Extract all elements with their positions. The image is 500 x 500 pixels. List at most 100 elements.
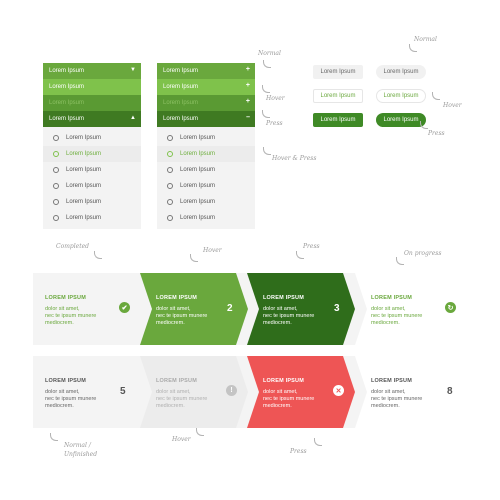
list-item[interactable]: Lorem Ipsum (157, 194, 255, 210)
step-description: dolor sit amet, nec te ipsum munere medi… (263, 389, 315, 409)
step-shape (140, 356, 248, 428)
step-hover-disabled[interactable]: LOREM IPSUM dolor sit amet, nec te ipsum… (140, 356, 258, 428)
list-item-label: Lorem Ipsum (66, 199, 102, 205)
list-item[interactable]: Lorem Ipsum (157, 130, 255, 146)
pill-button-normal[interactable]: Lorem Ipsum (376, 65, 426, 79)
dropdown-row-press[interactable]: Lorem Ipsum (43, 95, 141, 111)
annotation-normal-unfinished: Normal / Unfinished (64, 442, 98, 458)
annotation-arrow (296, 251, 304, 259)
list-item-label: Lorem Ipsum (66, 215, 102, 221)
minus-icon: – (246, 114, 250, 121)
dropdown-row-normal[interactable]: Lorem Ipsum + (157, 63, 255, 79)
dropdown-row-label: Lorem Ipsum (49, 84, 85, 90)
annotation-completed: Completed (56, 243, 90, 250)
list-item[interactable]: Lorem Ipsum (43, 194, 141, 210)
radio-icon (167, 183, 173, 189)
step-title: LOREM IPSUM (371, 378, 413, 384)
radio-icon (167, 199, 173, 205)
radio-icon (53, 215, 59, 221)
list-item[interactable]: Lorem Ipsum (43, 130, 141, 146)
step-on-progress[interactable]: LOREM IPSUM dolor sit amet, nec te ipsum… (355, 273, 473, 345)
step-normal[interactable]: LOREM IPSUM dolor sit amet, nec te ipsum… (33, 356, 151, 428)
dropdown-right: Lorem Ipsum + Lorem Ipsum + Lorem Ipsum … (157, 63, 255, 229)
step-title: LOREM IPSUM (156, 295, 198, 301)
dropdown-row-label: Lorem Ipsum (49, 68, 85, 74)
radio-icon (53, 167, 59, 173)
step-description: dolor sit amet, nec te ipsum munere medi… (156, 389, 208, 409)
annotation-arrow (190, 254, 198, 262)
step-description: dolor sit amet, nec te ipsum munere medi… (45, 306, 97, 326)
step-normal[interactable]: LOREM IPSUM dolor sit amet, nec te ipsum… (355, 356, 473, 428)
annotation-press-steps: Press (303, 243, 320, 250)
list-item[interactable]: Lorem Ipsum (157, 162, 255, 178)
step-number: 3 (334, 303, 340, 314)
dropdown-row-hover[interactable]: Lorem Ipsum + (157, 79, 255, 95)
step-hover[interactable]: LOREM IPSUM dolor sit amet, nec te ipsum… (140, 273, 258, 345)
annotation-arrow (432, 92, 440, 100)
list-item-label: Lorem Ipsum (66, 135, 102, 141)
dropdown-row-hover[interactable]: Lorem Ipsum (43, 79, 141, 95)
pill-button-hover[interactable]: Lorem Ipsum (376, 89, 426, 103)
annotation-hover-right: Hover (443, 102, 462, 109)
step-description: dolor sit amet, nec te ipsum munere medi… (371, 389, 423, 409)
list-item-label: Lorem Ipsum (66, 151, 102, 157)
list-item-selected[interactable]: Lorem Ipsum (157, 146, 255, 162)
stepper-top: LOREM IPSUM dolor sit amet, nec te ipsum… (33, 273, 467, 345)
step-press[interactable]: LOREM IPSUM dolor sit amet, nec te ipsum… (247, 273, 365, 345)
annotation-on-progress: On progress (404, 250, 442, 257)
pill-button-press[interactable]: Lorem Ipsum (376, 113, 426, 127)
step-title: LOREM IPSUM (45, 295, 87, 301)
dropdown-row-label: Lorem Ipsum (163, 100, 199, 106)
list-item[interactable]: Lorem Ipsum (157, 178, 255, 194)
radio-icon (167, 135, 173, 141)
annotation-arrow (94, 251, 102, 259)
list-item[interactable]: Lorem Ipsum (43, 178, 141, 194)
list-item-label: Lorem Ipsum (180, 151, 216, 157)
annotation-hover-bottom: Hover (172, 436, 191, 443)
plus-icon: + (245, 82, 250, 89)
list-item[interactable]: Lorem Ipsum (157, 210, 255, 226)
stepper-bottom: LOREM IPSUM dolor sit amet, nec te ipsum… (33, 356, 467, 428)
list-item-label: Lorem Ipsum (66, 183, 102, 189)
annotation-arrow (263, 60, 271, 68)
radio-icon (167, 215, 173, 221)
list-item-label: Lorem Ipsum (180, 199, 216, 205)
annotation-press-bottom: Press (290, 448, 307, 455)
list-item-label: Lorem Ipsum (180, 135, 216, 141)
step-number: 8 (447, 386, 453, 397)
step-title: LOREM IPSUM (263, 378, 305, 384)
radio-icon (167, 151, 173, 157)
dropdown-row-label: Lorem Ipsum (163, 84, 199, 90)
list-item[interactable]: Lorem Ipsum (43, 210, 141, 226)
radio-icon (53, 183, 59, 189)
annotation-arrow (262, 110, 270, 118)
check-icon: ✔ (119, 302, 130, 313)
dropdown-row-label: Lorem Ipsum (163, 68, 199, 74)
dropdown-row-normal[interactable]: Lorem Ipsum ▼ (43, 63, 141, 79)
annotation-arrow (262, 85, 270, 93)
dropdown-row-open[interactable]: Lorem Ipsum – (157, 111, 255, 127)
dropdown-row-label: Lorem Ipsum (49, 116, 85, 122)
list-item-selected[interactable]: Lorem Ipsum (43, 146, 141, 162)
dropdown-row-press[interactable]: Lorem Ipsum + (157, 95, 255, 111)
annotation-arrow (50, 433, 58, 441)
step-error[interactable]: LOREM IPSUM dolor sit amet, nec te ipsum… (247, 356, 365, 428)
step-title: LOREM IPSUM (263, 295, 305, 301)
annotation-press: Press (266, 120, 283, 127)
dropdown-row-label: Lorem Ipsum (163, 116, 199, 122)
button-hover[interactable]: Lorem Ipsum (313, 89, 363, 103)
button-normal[interactable]: Lorem Ipsum (313, 65, 363, 79)
radio-icon (53, 135, 59, 141)
annotation-hover-steps: Hover (203, 247, 222, 254)
refresh-icon: ↻ (445, 302, 456, 313)
list-item[interactable]: Lorem Ipsum (43, 162, 141, 178)
button-press[interactable]: Lorem Ipsum (313, 113, 363, 127)
plus-icon: + (245, 98, 250, 105)
list-item-label: Lorem Ipsum (66, 167, 102, 173)
step-title: LOREM IPSUM (156, 378, 198, 384)
dropdown-row-open[interactable]: Lorem Ipsum ▲ (43, 111, 141, 127)
step-completed[interactable]: LOREM IPSUM dolor sit amet, nec te ipsum… (33, 273, 151, 345)
step-description: dolor sit amet, nec te ipsum munere medi… (45, 389, 97, 409)
step-shape (247, 356, 355, 428)
annotation-arrow (196, 428, 204, 436)
